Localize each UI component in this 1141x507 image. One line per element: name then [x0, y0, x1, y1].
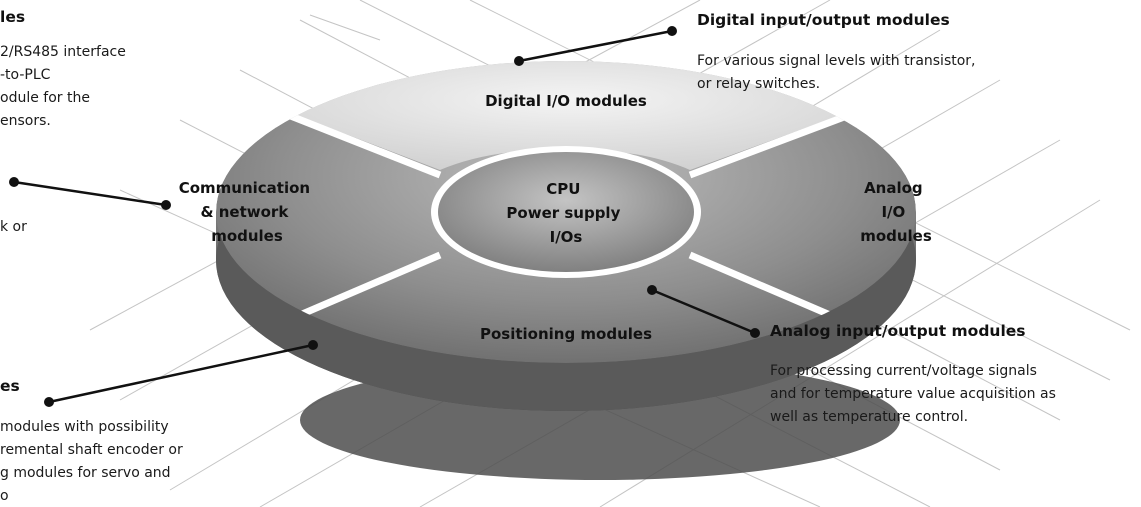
svg-text:well as temperature control.: well as temperature control. [770, 409, 968, 425]
svg-text:odule for the: odule for the [0, 90, 90, 106]
svg-text:o: o [0, 488, 9, 504]
svg-text:-to-PLC: -to-PLC [0, 67, 51, 83]
label-cpu: CPU Power supply I/Os [506, 180, 625, 246]
svg-text:es: es [0, 377, 20, 395]
label-digital-io: Digital I/O modules [485, 92, 647, 110]
svg-text:For processing current/voltage: For processing current/voltage signals [770, 363, 1037, 379]
svg-text:and for temperature value acqu: and for temperature value acquisition as [770, 386, 1056, 402]
svg-text:remental shaft encoder or: remental shaft encoder or [0, 442, 183, 458]
callout-top-right: Digital input/output modules For various… [697, 11, 976, 92]
label-analog-io: Analog I/O modules [860, 179, 932, 245]
callout-bottom-left: es modules with possibility remental sha… [0, 377, 183, 504]
svg-text:g modules for servo and: g modules for servo and [0, 465, 171, 481]
svg-text:or relay switches.: or relay switches. [697, 76, 820, 92]
label-positioning: Positioning modules [480, 325, 652, 343]
svg-text:ensors.: ensors. [0, 113, 51, 129]
label-communication: Communication & network modules [179, 179, 316, 245]
svg-text:For various signal levels with: For various signal levels with transisto… [697, 53, 976, 69]
svg-text:Digital input/output modules: Digital input/output modules [697, 11, 950, 29]
svg-text:2/RS485 interface: 2/RS485 interface [0, 44, 126, 60]
callout-top-left: les 2/RS485 interface -to-PLC odule for … [0, 8, 126, 129]
callout-mid-left: k or [0, 219, 27, 235]
callout-bottom-right: Analog input/output modules For processi… [770, 322, 1056, 425]
svg-text:les: les [0, 8, 25, 26]
leader-lines [9, 26, 760, 407]
svg-text:Analog input/output modules: Analog input/output modules [770, 322, 1026, 340]
svg-text:modules with possibility: modules with possibility [0, 419, 169, 435]
svg-text:k or: k or [0, 219, 27, 235]
